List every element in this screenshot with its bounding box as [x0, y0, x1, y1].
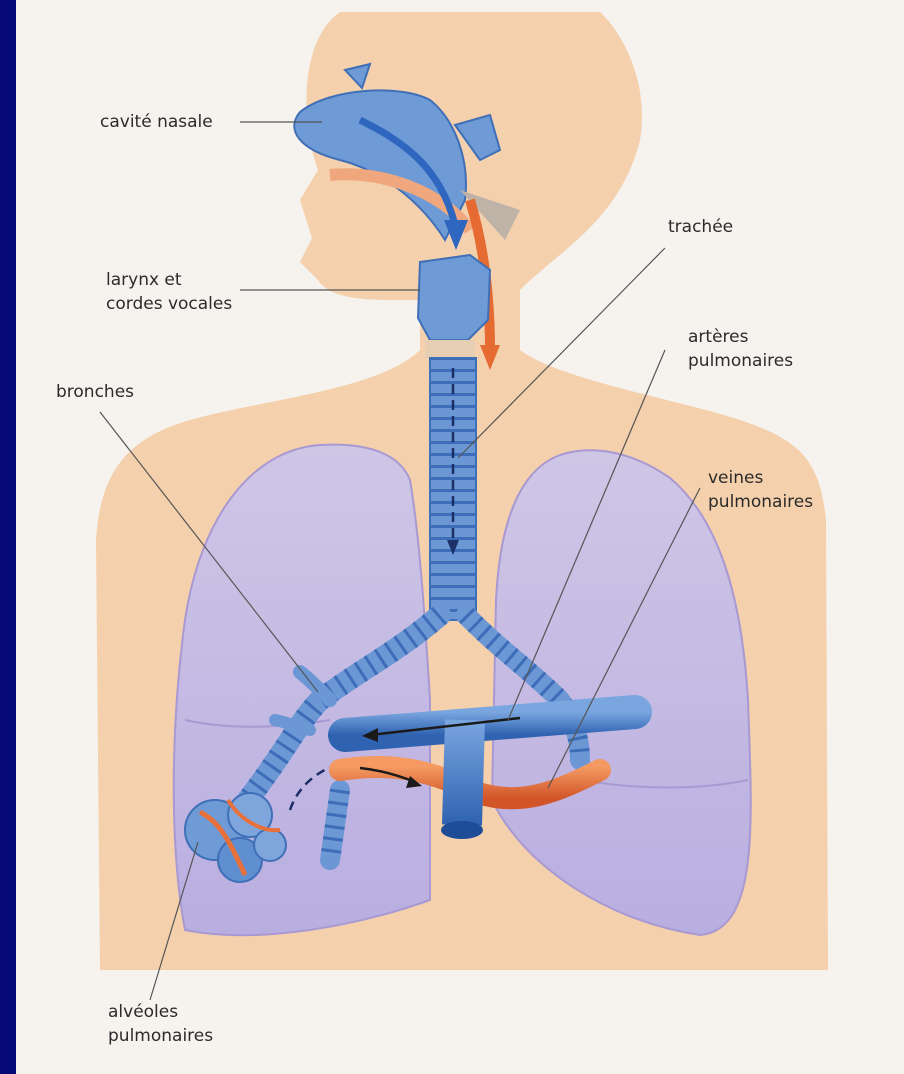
label-trachea: trachée: [668, 215, 733, 239]
larynx-ring: [425, 340, 475, 358]
label-larynx: larynx et cordes vocales: [106, 268, 232, 316]
label-bronchi: bronches: [56, 380, 134, 404]
label-veins: veines pulmonaires: [708, 466, 813, 514]
label-nasal-cavity: cavité nasale: [100, 110, 213, 134]
pulmonary-vein-horizontal: [345, 712, 635, 735]
pulmonary-vein-vertical: [462, 720, 465, 825]
label-alveoli: alvéoles pulmonaires: [108, 1000, 213, 1048]
larynx-shape: [418, 255, 490, 340]
vein-opening: [441, 821, 483, 839]
label-arteries: artères pulmonaires: [688, 325, 793, 373]
